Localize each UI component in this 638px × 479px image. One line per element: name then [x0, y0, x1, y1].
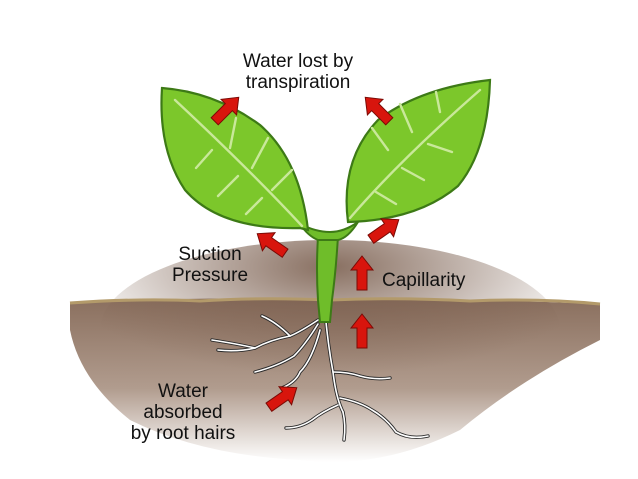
label-suction-line1: Suction: [178, 244, 242, 265]
label-capillarity-line1: Capillarity: [382, 270, 466, 291]
roots: [210, 310, 430, 442]
arrow-up-right-icon: [210, 96, 240, 126]
arrow-up-icon: [349, 313, 375, 349]
arrows: [210, 96, 400, 412]
arrow-up-right-icon: [367, 218, 400, 244]
arrow-up-icon: [349, 255, 375, 291]
label-transpiration: Water lost by transpiration: [198, 51, 398, 93]
label-transpiration-line2: transpiration: [245, 72, 351, 93]
arrow-up-left-icon: [364, 96, 394, 126]
label-water-absorbed: Water absorbed by root hairs: [88, 381, 278, 444]
label-capillarity: Capillarity: [382, 270, 512, 291]
label-absorbed-line1: Water: [158, 381, 208, 402]
arrow-up-left-icon: [256, 232, 289, 258]
label-absorbed-line2: absorbed: [143, 402, 223, 423]
arrow-up-right-icon: [265, 386, 298, 412]
label-suction-pressure: Suction Pressure: [150, 244, 270, 286]
stem: [297, 221, 359, 323]
label-absorbed-line3: by root hairs: [130, 423, 236, 444]
right-leaf: [345, 78, 492, 224]
label-transpiration-line1: Water lost by: [242, 51, 354, 72]
label-suction-line2: Pressure: [171, 265, 249, 286]
left-leaf: [160, 86, 310, 232]
